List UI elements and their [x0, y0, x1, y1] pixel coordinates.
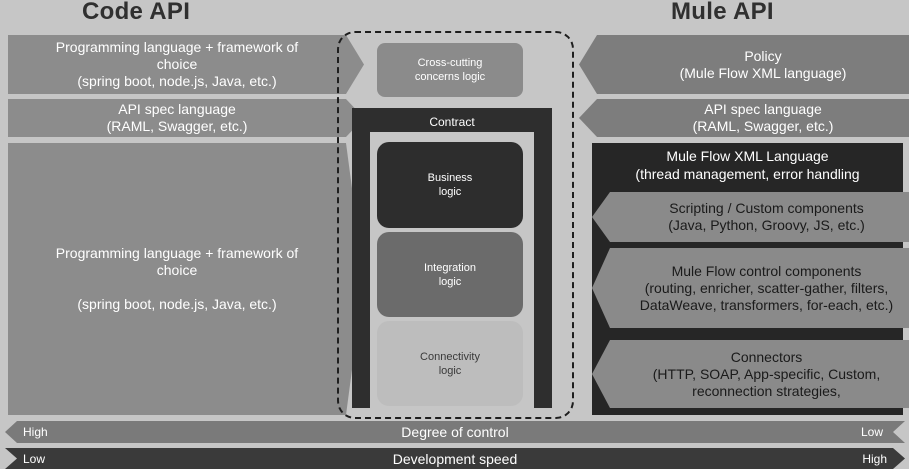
control-right-label: Low — [860, 425, 883, 439]
scripting-box: Scripting / Custom components (Java, Pyt… — [592, 192, 909, 242]
development-speed-bar: Low Development speed High — [5, 448, 905, 469]
connectors-line-3: reconnection strategies, — [692, 382, 841, 399]
left-framework-line-2: choice — [156, 56, 198, 72]
left-language-line-2: choice — [156, 262, 198, 278]
right-api-spec-line-2: (RAML, Swagger, etc.) — [692, 118, 834, 134]
left-language-box: Programming language + framework of choi… — [8, 143, 364, 415]
connectivity-line-2: logic — [438, 364, 462, 377]
left-api-spec-line-2: (RAML, Swagger, etc.) — [106, 118, 248, 134]
left-api-spec-box: API spec language (RAML, Swagger, etc.) — [8, 99, 364, 137]
control-components-box: Mule Flow control components (routing, e… — [592, 248, 909, 328]
mule-flow-line-2: (thread management, error handling — [635, 166, 860, 182]
policy-line-1: Policy — [744, 47, 782, 64]
mule-flow-line-1: Mule Flow XML Language — [666, 148, 829, 164]
mule-flow-header: Mule Flow XML Language (thread managemen… — [592, 143, 903, 193]
integration-logic-box: Integration logic — [377, 232, 523, 317]
left-framework-box: Programming language + framework of choi… — [8, 35, 364, 94]
integration-line-2: logic — [438, 275, 462, 288]
center-dashed-container — [337, 31, 574, 419]
control-line-1: Mule Flow control components — [671, 262, 862, 279]
left-language-line-3: (spring boot, node.js, Java, etc.) — [77, 296, 277, 312]
connectors-line-1: Connectors — [730, 348, 803, 365]
business-line-1: Business — [427, 172, 473, 184]
policy-box: Policy (Mule Flow XML language) — [579, 35, 909, 94]
control-line-3: DataWeave, transformers, for-each, etc.) — [639, 296, 894, 313]
speed-left-label: Low — [23, 451, 46, 466]
business-logic-box: Business logic — [377, 142, 523, 228]
speed-right-label: High — [862, 451, 887, 466]
connectors-box: Connectors (HTTP, SOAP, App-specific, Cu… — [592, 340, 909, 408]
cross-cutting-line-1: Cross-cutting — [417, 57, 483, 69]
connectivity-line-1: Connectivity — [420, 350, 480, 363]
right-api-spec-box: API spec language (RAML, Swagger, etc.) — [579, 99, 909, 137]
right-api-spec-line-1: API spec language — [704, 101, 822, 117]
control-left-label: High — [23, 425, 48, 439]
degree-of-control-bar: High Degree of control Low — [5, 421, 905, 443]
contract-label: Contract — [429, 115, 475, 129]
scripting-line-2: (Java, Python, Groovy, JS, etc.) — [668, 217, 865, 233]
integration-line-1: Integration — [424, 261, 476, 274]
mule-api-title: Mule API — [671, 0, 774, 25]
left-framework-line-1: Programming language + framework of — [55, 39, 299, 55]
connectivity-logic-box: Connectivity logic — [377, 321, 523, 406]
business-line-2: logic — [438, 186, 462, 198]
cross-cutting-concerns-box: Cross-cutting concerns logic — [377, 43, 523, 97]
connectors-line-2: (HTTP, SOAP, App-specific, Custom, — [652, 365, 881, 382]
left-language-line-1: Programming language + framework of — [55, 245, 299, 261]
cross-cutting-line-2: concerns logic — [414, 71, 486, 83]
control-bar-label: Degree of control — [401, 424, 509, 440]
left-api-spec-line-1: API spec language — [118, 101, 236, 117]
left-framework-line-3: (spring boot, node.js, Java, etc.) — [77, 73, 277, 89]
control-line-2: (routing, enricher, scatter-gather, filt… — [644, 279, 889, 296]
speed-bar-label: Development speed — [392, 450, 518, 467]
code-api-title: Code API — [82, 0, 191, 25]
policy-line-2: (Mule Flow XML language) — [679, 64, 847, 81]
scripting-line-1: Scripting / Custom components — [669, 200, 864, 216]
